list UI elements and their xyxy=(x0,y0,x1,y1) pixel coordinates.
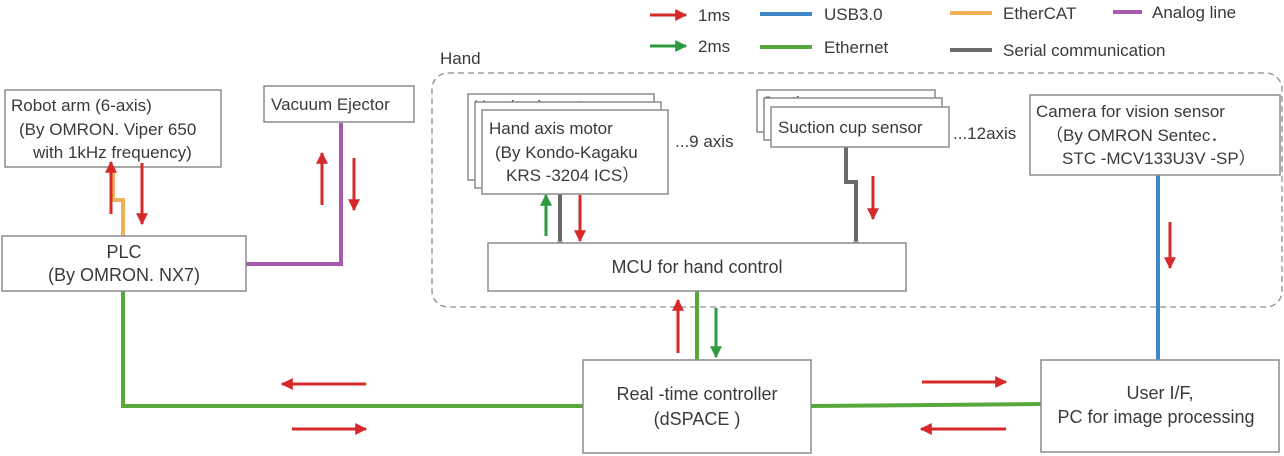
robot-arm-frequency: with 1kHz frequency) xyxy=(32,143,192,162)
ethercat-link xyxy=(111,168,125,236)
vacuum-ejector-node: Vacuum Ejector xyxy=(263,85,415,123)
user-pc-title: User I/F, xyxy=(1126,383,1193,403)
hand-axis-motor-count: ...9 axis xyxy=(675,132,734,151)
plc-title: PLC xyxy=(106,242,141,262)
legend-ethercat-label: EtherCAT xyxy=(1003,4,1076,23)
hand-axis-motor-node: Hand axis motor Hand axis motor (By Kond… xyxy=(467,93,734,195)
analog-link xyxy=(246,123,343,266)
hand-axis-motor-title: Hand axis motor xyxy=(489,119,613,138)
real-time-controller-maker: (dSPACE ) xyxy=(654,409,741,429)
camera-node: Camera for vision sensor （By OMRON Sente… xyxy=(1029,94,1281,176)
legend-analog-label: Analog line xyxy=(1152,3,1236,22)
legend-ethernet-label: Ethernet xyxy=(824,38,889,57)
ethernet-link-pc xyxy=(810,402,1042,408)
hand-group-label: Hand xyxy=(440,49,481,68)
user-pc-subtitle: PC for image processing xyxy=(1057,407,1254,427)
camera-title: Camera for vision sensor xyxy=(1036,102,1225,121)
plc-node: PLC (By OMRON. NX7) xyxy=(1,235,247,292)
real-time-controller-node: Real -time controller (dSPACE ) xyxy=(582,359,812,454)
suction-cup-sensor-node: Suction cup sensor Suction cup sensor ..… xyxy=(756,89,1016,148)
hand-axis-motor-maker: (By Kondo-Kagaku xyxy=(495,143,638,162)
mcu-node: MCU for hand control xyxy=(487,242,907,292)
hand-group-frame xyxy=(431,72,1283,308)
vacuum-ejector-label: Vacuum Ejector xyxy=(271,95,390,114)
suction-cup-sensor-count: ...12axis xyxy=(953,124,1016,143)
timing-arrows xyxy=(105,151,1176,435)
real-time-controller-title: Real -time controller xyxy=(616,384,777,404)
user-pc-node: User I/F, PC for image processing xyxy=(1040,359,1280,453)
legend: 1ms 2ms USB3.0 Ethernet EtherCAT Serial … xyxy=(650,3,1236,60)
legend-1ms-label: 1ms xyxy=(698,6,730,25)
serial-link-sensor xyxy=(844,147,858,247)
hand-axis-motor-model: KRS -3204 ICS） xyxy=(506,166,639,185)
mcu-label: MCU for hand control xyxy=(611,257,782,277)
camera-model: STC -MCV133U3V -SP） xyxy=(1062,149,1256,168)
camera-maker: （By OMRON Sentec． xyxy=(1046,126,1227,145)
legend-2ms-label: 2ms xyxy=(698,37,730,56)
legend-usb-label: USB3.0 xyxy=(824,5,883,24)
legend-serial-label: Serial communication xyxy=(1003,41,1166,60)
robot-arm-title: Robot arm (6-axis) xyxy=(11,96,152,115)
robot-arm-node: Robot arm (6-axis) (By OMRON. Viper 650 … xyxy=(4,89,222,168)
robot-arm-maker: (By OMRON. Viper 650 xyxy=(19,120,196,139)
ethernet-link-plc xyxy=(121,291,583,408)
plc-maker: (By OMRON. NX7) xyxy=(48,265,200,285)
suction-cup-sensor-label: Suction cup sensor xyxy=(778,118,923,137)
